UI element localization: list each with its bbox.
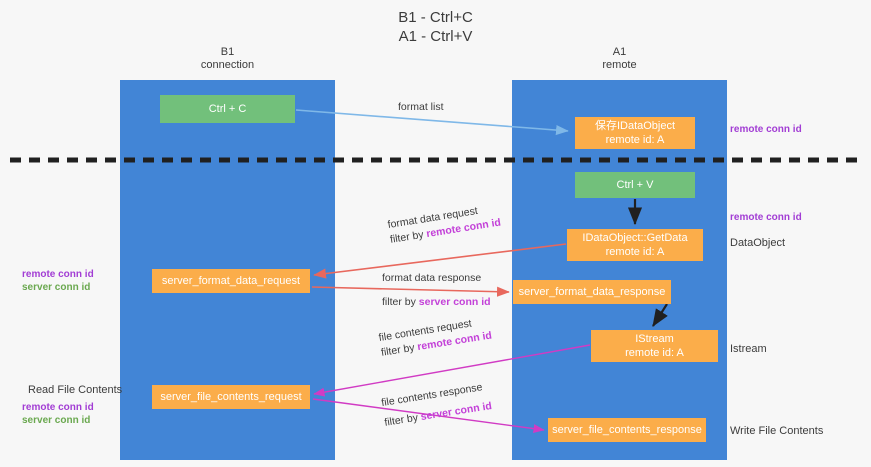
conn-tag-server-label: server conn id <box>22 282 91 293</box>
edge-label-format-list: format list <box>398 100 444 115</box>
edge-label-file-contents-response: file contents response filter by server … <box>380 379 493 431</box>
node-server-format-data-response-label: server_format_data_response <box>518 286 666 298</box>
conn-tag-remote-middle: remote conn id <box>730 211 802 224</box>
title-line-1: B1 - Ctrl+C <box>398 9 473 26</box>
filter-prefix: filter by <box>382 296 419 308</box>
node-data-object-subtitle: remote id: A <box>605 134 665 146</box>
edge-label-format-data-response-filter: filter by server conn id <box>382 295 491 310</box>
node-server-file-contents-response[interactable]: server_file_contents_response <box>548 418 706 442</box>
conn-tag-remote-label: remote conn id <box>730 212 802 223</box>
side-label-istream: Istream <box>730 343 767 355</box>
conn-tag-remote-label: remote conn id <box>730 124 802 135</box>
edge-label-format-data-request: format data request filter by remote con… <box>387 201 502 248</box>
conn-tag-left-format: remote conn id server conn id <box>22 268 94 294</box>
lane-header-a1-name: A1 <box>612 46 627 58</box>
lane-header-b1-role: connection <box>200 59 255 71</box>
node-data-object-label: 保存IDataObject <box>594 120 676 132</box>
node-istream-label: IStream <box>635 333 674 345</box>
node-ctrl-c[interactable]: Ctrl + C <box>160 95 295 123</box>
node-server-format-data-request-label: server_format_data_request <box>161 275 301 287</box>
filter-key-server-conn-id: server conn id <box>419 399 493 424</box>
node-getdata-subtitle: remote id: A <box>605 246 665 258</box>
node-getdata-label: IDataObject::GetData <box>582 232 688 244</box>
node-ctrl-v-label: Ctrl + V <box>616 179 654 191</box>
filter-key-server-conn-id: server conn id <box>418 296 491 308</box>
edge-label-format-data-response-title: format data response <box>382 272 482 284</box>
node-server-file-contents-request-label: server_file_contents_request <box>160 391 302 403</box>
page-title: B1 - Ctrl+C A1 - Ctrl+V <box>0 8 871 46</box>
conn-tag-remote-top: remote conn id <box>730 123 802 136</box>
node-data-object[interactable]: 保存IDataObject remote id: A <box>575 117 695 149</box>
lane-header-a1: A1 remote <box>512 46 727 72</box>
side-label-write-file-contents: Write File Contents <box>730 425 824 437</box>
edge-label-format-data-response: format data response filter by server co… <box>382 271 491 310</box>
node-server-file-contents-request[interactable]: server_file_contents_request <box>152 385 310 409</box>
node-ctrl-v[interactable]: Ctrl + V <box>575 172 695 198</box>
lane-header-b1: B1 connection <box>120 46 335 72</box>
conn-tag-server-label: server conn id <box>22 415 91 426</box>
node-istream[interactable]: IStream remote id: A <box>591 330 718 362</box>
node-istream-subtitle: remote id: A <box>625 347 684 359</box>
side-label-read-file-contents: Read File Contents <box>28 384 123 396</box>
filter-prefix: filter by <box>383 411 422 429</box>
title-line-2: A1 - Ctrl+V <box>398 28 473 45</box>
lane-header-b1-name: B1 <box>220 46 235 58</box>
node-ctrl-c-label: Ctrl + C <box>208 103 247 115</box>
conn-tag-remote-label: remote conn id <box>22 269 94 280</box>
node-server-format-data-request[interactable]: server_format_data_request <box>152 269 310 293</box>
conn-tag-remote-label: remote conn id <box>22 402 94 413</box>
edge-label-format-list-title: format list <box>398 101 444 113</box>
node-getdata[interactable]: IDataObject::GetData remote id: A <box>567 229 703 261</box>
node-server-file-contents-response-label: server_file_contents_response <box>552 424 702 436</box>
side-label-dataobject: DataObject <box>730 237 786 249</box>
conn-tag-left-file: remote conn id server conn id <box>22 401 94 427</box>
node-server-format-data-response[interactable]: server_format_data_response <box>513 280 671 304</box>
lane-header-a1-role: remote <box>602 59 637 71</box>
edge-label-file-contents-request: file contents request filter by remote c… <box>378 314 493 361</box>
